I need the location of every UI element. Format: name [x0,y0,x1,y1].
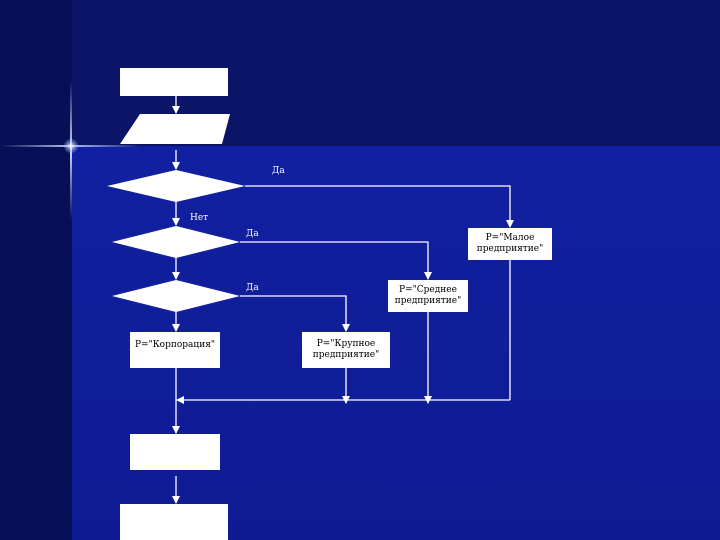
decision-2 [112,226,240,258]
label-yes-1: Да [272,166,285,176]
box-large-enterprise [302,332,390,368]
start-box [120,68,228,96]
label-yes-2: Да [246,229,259,239]
input-parallelogram [120,114,230,144]
light-flare-core [64,139,78,153]
left-dark-band [0,0,72,540]
box-medium-enterprise [388,280,468,312]
decision-1 [107,170,245,202]
text-large-enterprise: Р="Крупное предприятие" [312,339,380,360]
arrow-decision2-yes [240,241,432,280]
text-corporation: Р="Корпорация" [134,340,216,350]
text-small-enterprise: Р="Малое предприятие" [476,233,544,254]
arrow-decision1-yes [245,185,514,228]
text-medium-enterprise: Р="Среднее предприятие" [394,285,462,306]
end-box [120,504,228,540]
decision-3 [112,280,240,312]
box-corporation [130,332,220,368]
output-box [130,434,220,470]
label-no-1: Нет [190,213,209,223]
label-yes-3: Да [246,283,259,293]
arrow-decision3-yes [240,295,350,332]
box-small-enterprise [468,228,552,260]
